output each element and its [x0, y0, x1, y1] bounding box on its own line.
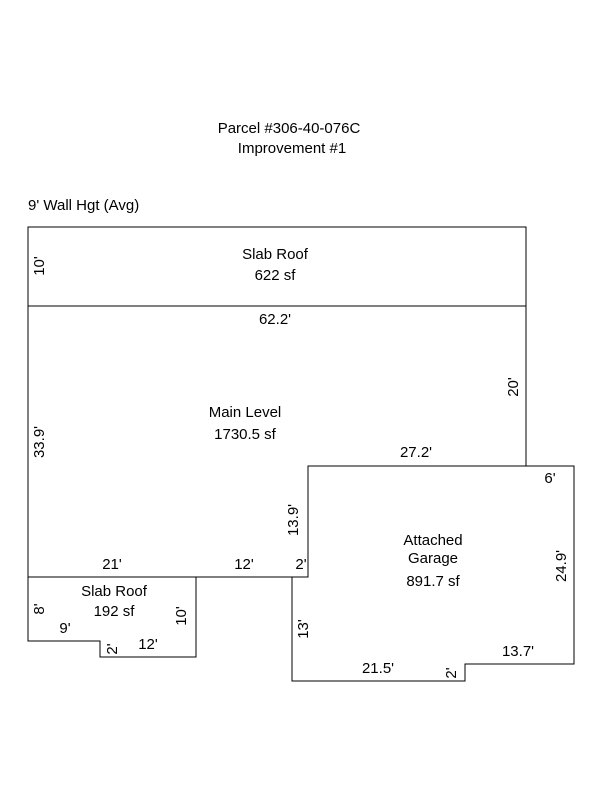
dim-top-width: 62.2': [259, 311, 291, 328]
dim-garage-left: 13': [295, 619, 312, 639]
slab-roof-top-name: Slab Roof: [242, 246, 309, 263]
dim-garage-right-top: 6': [544, 470, 555, 487]
dim-main-bottom-right: 2': [295, 556, 306, 573]
dim-main-right: 20': [505, 377, 522, 397]
slab-roof-top-area: 622 sf: [255, 267, 297, 284]
dim-garage-bottom-step: 2': [443, 667, 460, 678]
dim-garage-right: 24.9': [553, 550, 570, 582]
garage-name-line1: Attached: [403, 532, 462, 549]
slab-roof-small-area: 192 sf: [94, 603, 136, 620]
dim-slab-bottom-right: 12': [138, 636, 158, 653]
dim-garage-bottom-left: 21.5': [362, 660, 394, 677]
slab-roof-small-name: Slab Roof: [81, 583, 148, 600]
dim-top-left: 10': [31, 256, 48, 276]
garage-area: 891.7 sf: [406, 573, 460, 590]
slab-roof-top-outline: [27, 226, 527, 307]
dim-main-left: 33.9': [31, 426, 48, 458]
dim-main-bottom-left: 21': [102, 556, 122, 573]
main-level-name: Main Level: [209, 404, 282, 421]
dim-garage-bottom-right: 13.7': [502, 643, 534, 660]
dim-slab-bottom-left: 9': [59, 620, 70, 637]
dim-slab-left: 8': [31, 603, 48, 614]
dim-slab-right: 10': [173, 606, 190, 626]
garage-name-line2: Garage: [408, 550, 458, 567]
improvement-title: Improvement #1: [238, 140, 346, 157]
dim-slab-step: 2': [104, 643, 121, 654]
garage-outline: [291, 465, 575, 682]
dim-garage-top: 27.2': [400, 444, 432, 461]
main-level-area: 1730.5 sf: [214, 426, 277, 443]
dim-main-bottom-mid: 12': [234, 556, 254, 573]
main-level-outline: [27, 306, 527, 578]
wall-height-note: 9' Wall Hgt (Avg): [28, 197, 139, 214]
parcel-title: Parcel #306-40-076C: [218, 120, 361, 137]
dim-main-step: 13.9': [285, 504, 302, 536]
slab-roof-small-outline: [27, 577, 197, 658]
